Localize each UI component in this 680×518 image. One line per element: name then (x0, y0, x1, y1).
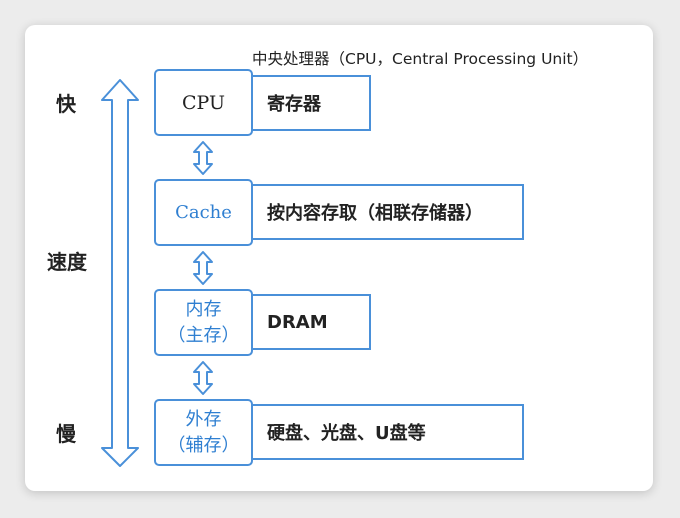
cpu-label: CPU (181, 91, 225, 114)
speed-axis-arrow (101, 79, 139, 467)
dram-label: DRAM (267, 311, 328, 333)
register-box: 寄存器 (251, 75, 371, 131)
external-storage-label: 外存 (185, 408, 222, 430)
external-storage-box: 外存 （辅存） (154, 399, 253, 466)
dram-box: DRAM (251, 294, 371, 350)
associative-memory-label: 按内容存取（相联存储器） (267, 203, 483, 224)
speed-label: 速度 (47, 250, 87, 274)
storage-devices-box: 硬盘、光盘、U盘等 (251, 404, 524, 460)
speed-fast-label: 快 (56, 92, 76, 116)
storage-devices-label: 硬盘、光盘、U盘等 (267, 423, 426, 444)
external-storage-sublabel: （辅存） (167, 434, 240, 456)
link-arrow-2 (193, 251, 213, 285)
cache-label: Cache (175, 202, 232, 223)
cache-box: Cache (154, 179, 253, 246)
link-arrow-1 (193, 141, 213, 175)
cpu-caption: 中央处理器（CPU，Central Processing Unit） (252, 50, 589, 68)
associative-memory-box: 按内容存取（相联存储器） (251, 184, 524, 240)
main-memory-sublabel: （主存） (167, 324, 240, 346)
speed-slow-label: 慢 (56, 422, 76, 446)
cpu-box: CPU (154, 69, 253, 136)
main-memory-label: 内存 (185, 298, 222, 320)
main-memory-box: 内存 （主存） (154, 289, 253, 356)
link-arrow-3 (193, 361, 213, 395)
register-label: 寄存器 (267, 94, 321, 115)
